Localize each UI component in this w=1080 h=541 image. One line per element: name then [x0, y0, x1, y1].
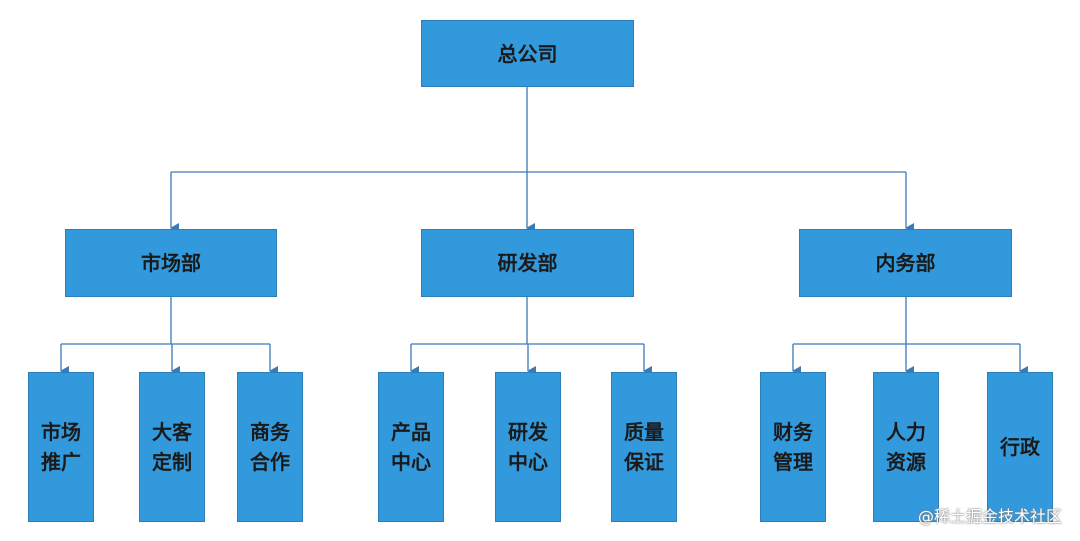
node-leaf-key-accounts: 大客定制 [139, 372, 205, 522]
node-dept-market: 市场部 [65, 229, 277, 297]
node-leaf-finance: 财务管理 [760, 372, 826, 522]
node-leaf-rnd-center: 研发中心 [495, 372, 561, 522]
node-dept-internal-label: 内务部 [875, 251, 936, 275]
node-leaf-label: 行政 [1000, 435, 1040, 459]
node-leaf-business-cooperation: 商务合作 [237, 372, 303, 522]
node-dept-rnd-label: 研发部 [497, 251, 558, 275]
node-dept-rnd: 研发部 [421, 229, 634, 297]
node-leaf-label: 大客定制 [152, 420, 192, 474]
node-root-label: 总公司 [497, 41, 558, 66]
node-leaf-label: 人力资源 [886, 420, 926, 474]
node-leaf-label: 质量保证 [624, 420, 664, 474]
node-root: 总公司 [421, 20, 634, 87]
node-dept-internal: 内务部 [799, 229, 1012, 297]
node-leaf-product-center: 产品中心 [378, 372, 444, 522]
node-leaf-label: 产品中心 [391, 420, 431, 474]
node-leaf-label: 市场推广 [41, 420, 81, 474]
node-leaf-hr: 人力资源 [873, 372, 939, 522]
node-leaf-label: 商务合作 [250, 420, 290, 474]
watermark: @稀土掘金技术社区 [917, 507, 1062, 526]
node-leaf-label: 财务管理 [773, 420, 813, 474]
node-leaf-label: 研发中心 [508, 420, 548, 474]
node-dept-market-label: 市场部 [141, 251, 201, 275]
node-leaf-quality-assurance: 质量保证 [611, 372, 677, 522]
node-leaf-admin: 行政 [987, 372, 1053, 522]
node-leaf-market-promotion: 市场推广 [28, 372, 94, 522]
